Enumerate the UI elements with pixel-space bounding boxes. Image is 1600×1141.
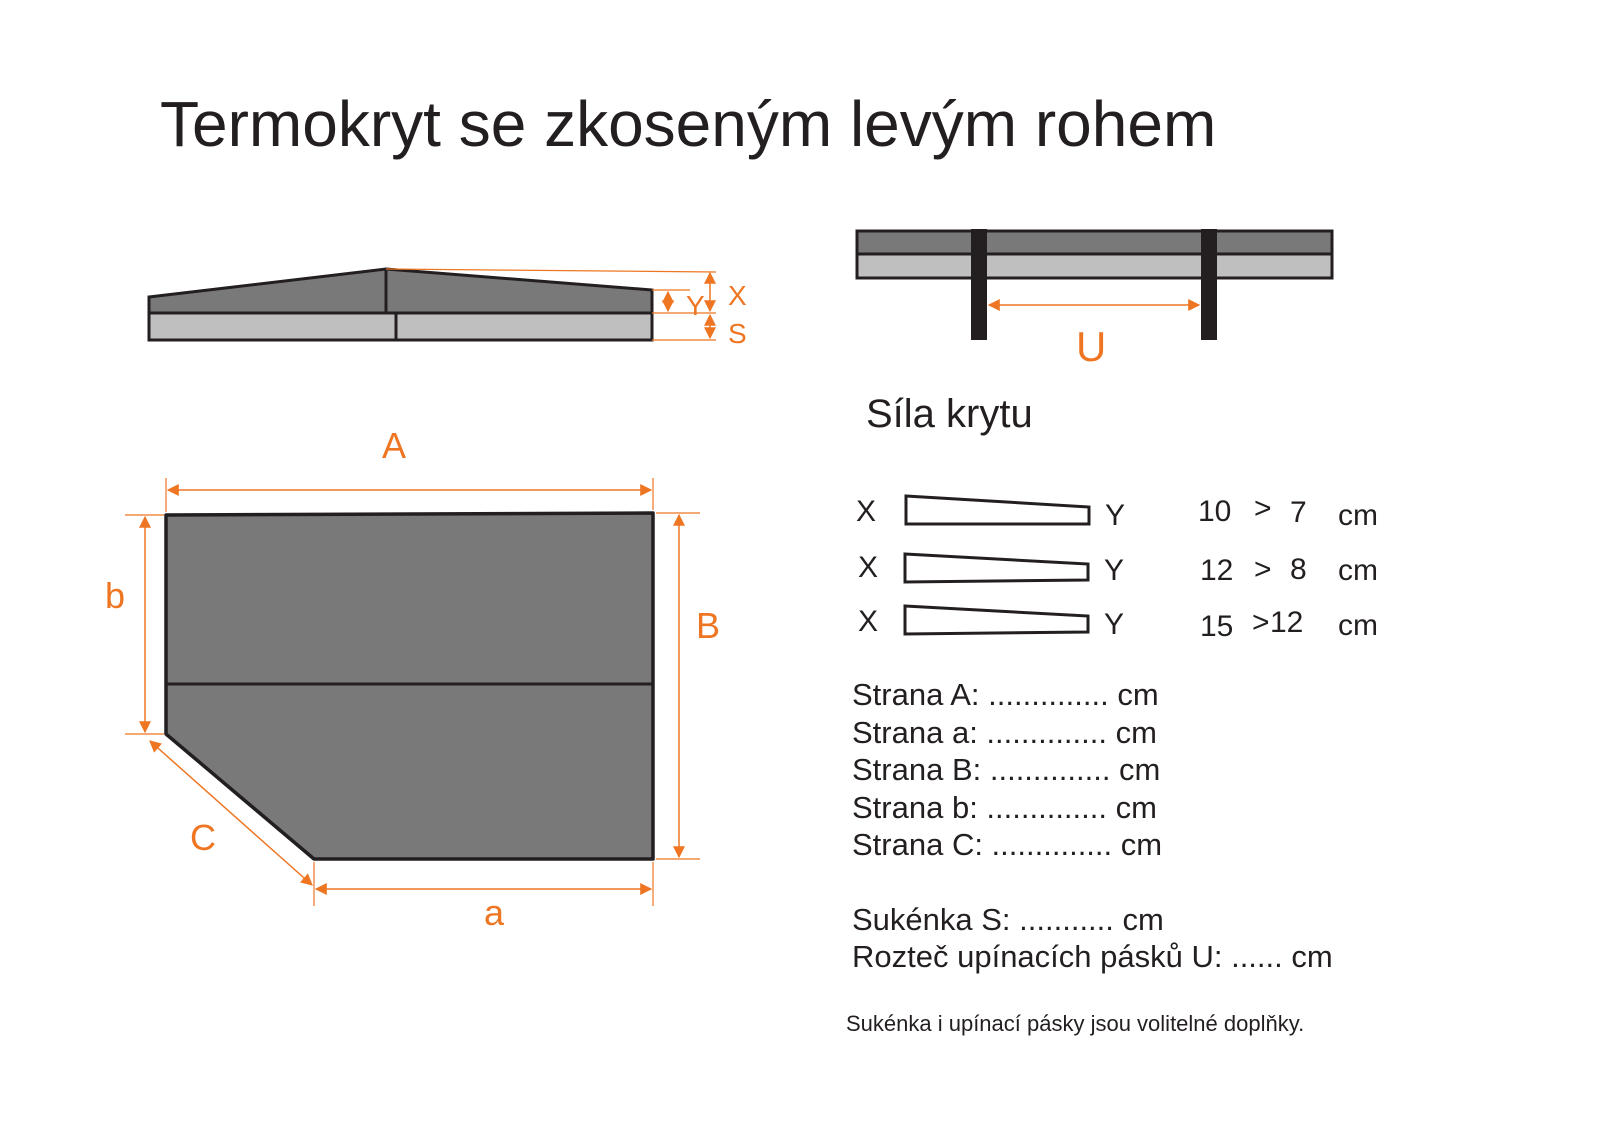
strap-right (1201, 229, 1217, 340)
label-y: Y (686, 290, 705, 321)
thickness-row-3-right: Y (1104, 608, 1125, 641)
thickness-row-2-x: 12 (1200, 554, 1234, 587)
skirt-side (147, 311, 654, 342)
label-side-C: C (190, 817, 216, 858)
wedge-shape-3 (903, 604, 1090, 636)
thickness-row-1-left: X (856, 495, 877, 528)
measurement-strap-spacing: Rozteč upínacích pásků U: ...... cm (852, 939, 1333, 974)
measurement-side-b: Strana b: .............. cm (852, 789, 1157, 825)
dim-c-arrow (149, 740, 313, 886)
wedge-icons (903, 494, 1091, 636)
label-side-b: b (105, 575, 126, 616)
measurement-skirt: Sukénka S: ........... cm (852, 901, 1164, 937)
thickness-row-2-sign: > (1254, 553, 1272, 586)
measurement-list: Strana A: .............. cm Strana a: ..… (852, 676, 1333, 976)
thickness-row-3-sign: > (1252, 606, 1270, 639)
optional-note: Sukénka i upínací pásky jsou volitelné d… (846, 1011, 1305, 1036)
label-side-a: a (484, 892, 505, 933)
label-side-B: B (696, 605, 721, 646)
thickness-row-1-sign: > (1254, 492, 1272, 525)
label-x: X (728, 280, 747, 311)
measurement-side-B: Strana B: .............. cm (852, 752, 1161, 787)
thickness-heading: Síla krytu (866, 392, 1033, 436)
measurement-side-A: Strana A: .............. cm (852, 677, 1159, 712)
thickness-row-2-left: X (858, 551, 879, 584)
measurement-side-a: Strana a: .............. cm (852, 714, 1157, 750)
strap-left (971, 229, 987, 340)
wedge-shape-1 (904, 494, 1091, 526)
thickness-row-3-x: 15 (1200, 610, 1234, 643)
measurement-side-C: Strana C: .............. cm (852, 827, 1163, 862)
page-title: Termokryt se zkoseným levým rohem (160, 88, 1217, 160)
thickness-row-2-y: 8 (1290, 553, 1307, 586)
cover-bottom-layer (855, 252, 1334, 280)
label-u: U (1076, 323, 1107, 370)
cover-top-layer (855, 229, 1334, 256)
wedge-shape-2 (903, 552, 1090, 584)
label-s: S (728, 318, 747, 349)
thickness-row-1-x: 10 (1198, 495, 1232, 528)
thickness-row-3-unit: cm (1338, 609, 1378, 642)
side-profile-view (147, 267, 717, 342)
thickness-row-3-y: 12 (1270, 606, 1304, 639)
label-side-A: A (382, 425, 407, 466)
thickness-row-1-right: Y (1105, 499, 1126, 532)
thickness-row-2-right: Y (1104, 554, 1125, 587)
thickness-row-2-unit: cm (1338, 554, 1378, 587)
plan-view (125, 478, 700, 906)
strap-view (855, 229, 1334, 340)
thickness-row-1-y: 7 (1290, 496, 1307, 529)
thickness-row-3-left: X (858, 605, 879, 638)
cover-plan-shape (164, 511, 655, 861)
thickness-row-1-unit: cm (1338, 499, 1378, 532)
cover-body-side (147, 267, 654, 315)
